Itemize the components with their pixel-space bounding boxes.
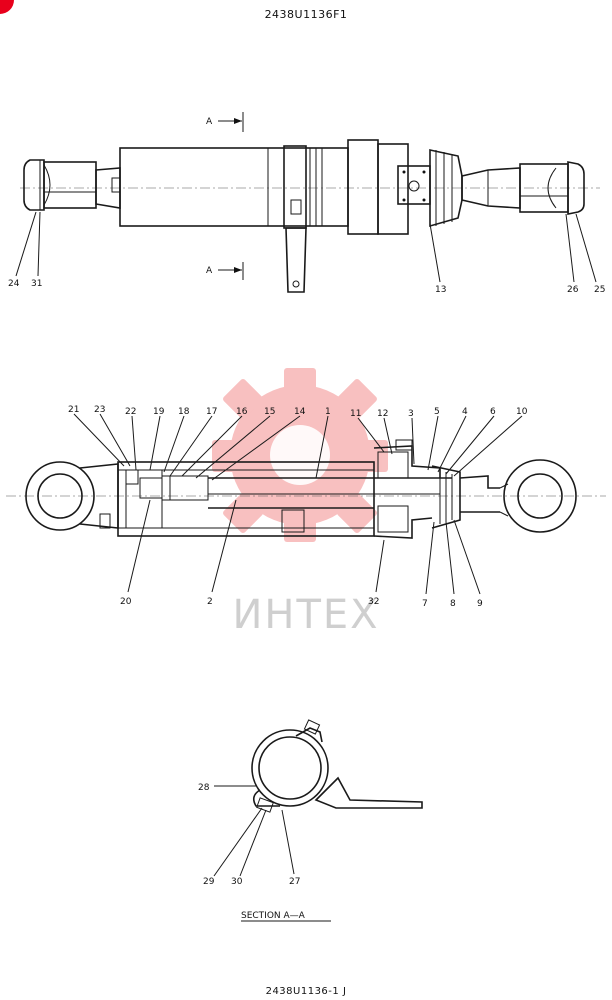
right-eye-arc xyxy=(547,167,557,209)
external-view: A A 24 31 13 26 25 xyxy=(8,112,605,295)
section-arrow-top: A xyxy=(206,112,244,132)
watermark: ИНТЕХ xyxy=(212,368,388,638)
callout-25: 25 xyxy=(594,285,605,295)
piston-nut xyxy=(139,477,163,499)
callout-9: 9 xyxy=(477,599,483,609)
callout-13: 13 xyxy=(435,285,446,295)
bracket-arm xyxy=(314,776,423,809)
left-end-clevis xyxy=(23,159,45,211)
callout-20: 20 xyxy=(120,597,132,607)
callout-14: 14 xyxy=(294,407,306,417)
callout-11: 11 xyxy=(350,409,361,419)
callout-10: 10 xyxy=(516,407,528,417)
callout-5: 5 xyxy=(434,407,440,417)
callout-24: 24 xyxy=(8,279,20,289)
section-aa-view: 28 29 30 27 SECTION A—A xyxy=(198,719,423,922)
cylinder-tube xyxy=(119,147,349,227)
callout-6: 6 xyxy=(490,407,496,417)
callout-21: 21 xyxy=(68,405,79,415)
sectional-view: 21 23 22 19 18 17 16 15 14 1 11 12 3 5 4… xyxy=(6,405,606,609)
clamp-bottom-bolt xyxy=(256,797,274,813)
section-letter-top: A xyxy=(206,117,213,127)
cushion-block xyxy=(281,509,305,533)
sectional-rod xyxy=(459,475,500,513)
clamp-top-ear xyxy=(295,727,323,743)
right-eye-bore xyxy=(517,473,563,519)
callout-30: 30 xyxy=(231,877,243,887)
callout-27: 27 xyxy=(289,877,300,887)
sheet-footer: 2438U1136-1 J xyxy=(0,986,612,997)
callout-16: 16 xyxy=(236,407,248,417)
callout-29: 29 xyxy=(203,877,215,887)
gland-body xyxy=(377,143,409,235)
callout-8: 8 xyxy=(450,599,456,609)
corner-wedge xyxy=(0,0,14,14)
clamp-band xyxy=(283,145,307,229)
watermark-text: ИНТЕХ xyxy=(232,592,379,638)
clamp-strap xyxy=(252,789,280,807)
callout-12: 12 xyxy=(377,409,388,419)
watermark-gear-hole xyxy=(270,425,330,485)
callout-26: 26 xyxy=(567,285,579,295)
left-eye-outer xyxy=(25,461,95,531)
clamp-top-bolt xyxy=(303,719,321,735)
sectional-tube xyxy=(117,461,375,537)
callout-18: 18 xyxy=(178,407,190,417)
callout-15: 15 xyxy=(264,407,275,417)
callout-32: 32 xyxy=(368,597,379,607)
callout-19: 19 xyxy=(153,407,165,417)
left-eye-arc xyxy=(43,164,51,206)
sectional-head-bottom xyxy=(373,517,433,539)
callout-7: 7 xyxy=(422,599,428,609)
drawing-number: 2438U1136F1 xyxy=(264,8,348,21)
left-end-block xyxy=(43,161,97,209)
callout-31: 31 xyxy=(31,279,42,289)
callout-2: 2 xyxy=(207,597,213,607)
mount-bracket xyxy=(285,227,307,293)
callout-17: 17 xyxy=(206,407,217,417)
section-letter-bottom: A xyxy=(206,266,213,276)
section-arrow-bottom: A xyxy=(206,262,244,280)
callout-4: 4 xyxy=(462,407,468,417)
sheet-suffix: J xyxy=(342,986,347,997)
tube-section-inner xyxy=(258,736,322,800)
right-end-clevis xyxy=(567,161,585,215)
section-caption: SECTION A—A xyxy=(241,911,306,921)
right-eye-outer xyxy=(503,459,577,533)
sheet-number: 2438U1136-1 xyxy=(265,986,340,997)
callout-3: 3 xyxy=(408,409,414,419)
tube-section-outer xyxy=(251,729,329,807)
callout-1: 1 xyxy=(325,407,331,417)
callout-22: 22 xyxy=(125,407,136,417)
corner-mark xyxy=(0,0,14,14)
piston xyxy=(125,469,163,529)
cylinder-head xyxy=(347,139,379,235)
port-boss xyxy=(395,439,413,451)
callout-28: 28 xyxy=(198,783,210,793)
callout-23: 23 xyxy=(94,405,105,415)
left-eye-bore xyxy=(37,473,83,519)
